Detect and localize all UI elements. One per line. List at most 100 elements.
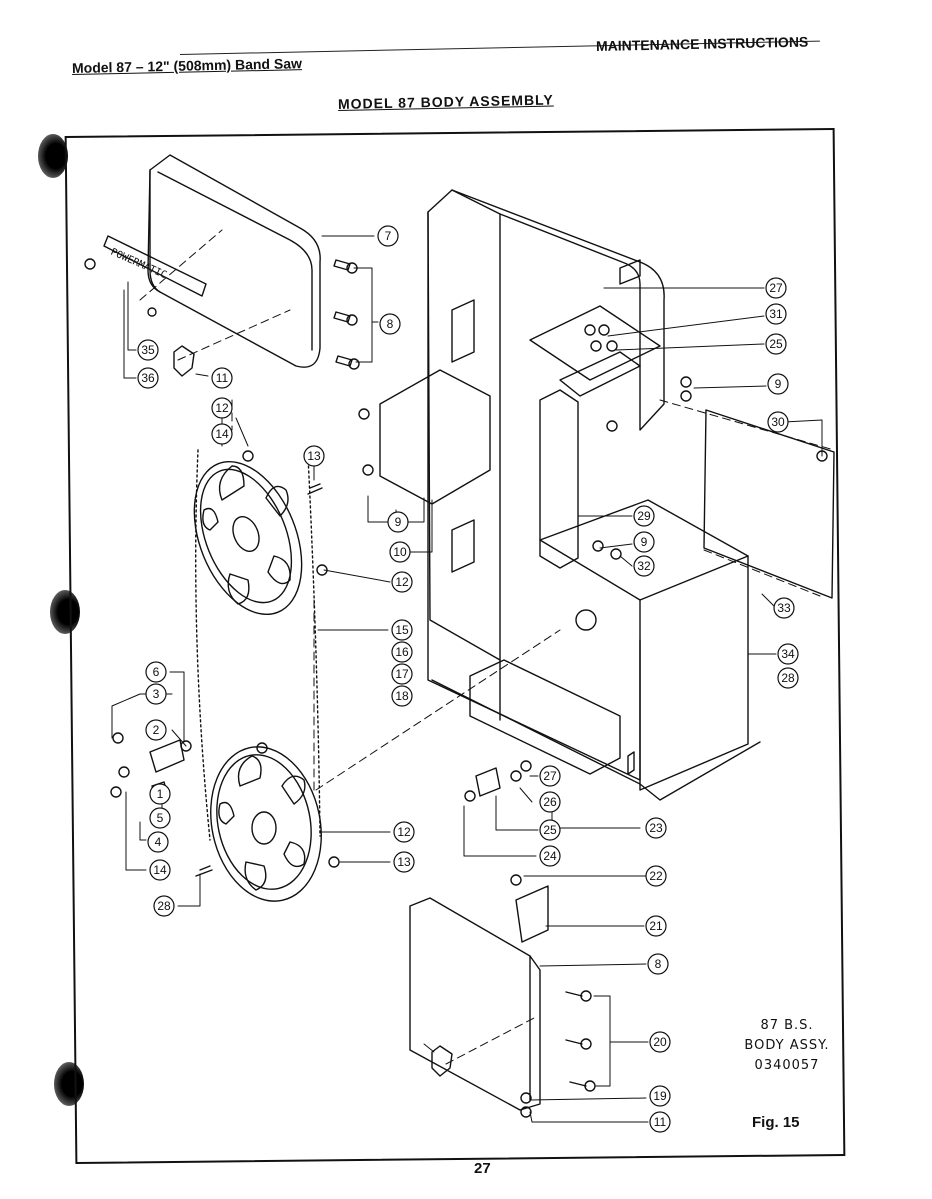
callout-circle <box>391 663 413 685</box>
callout-number: 24 <box>543 849 557 863</box>
callout-number: 8 <box>655 957 662 971</box>
callout-circle <box>393 851 415 873</box>
callout-circle <box>147 831 169 853</box>
alignment-lines <box>139 229 835 1065</box>
callout-circle <box>649 1031 671 1053</box>
callout-number: 28 <box>157 899 171 913</box>
page-number: 27 <box>474 1160 491 1177</box>
lower-cover-bolts <box>431 990 596 1118</box>
callout-circle <box>303 445 325 467</box>
cover-bolts <box>84 258 360 370</box>
callout-number: 17 <box>395 667 409 681</box>
callout-circle <box>149 783 171 805</box>
callout-number: 13 <box>307 449 321 463</box>
callout-circle <box>649 1085 671 1107</box>
callout-circle <box>149 807 171 829</box>
callout-number: 11 <box>654 1115 667 1129</box>
callout-number: 2 <box>153 723 160 737</box>
callout-circle <box>391 685 413 707</box>
callout-circle <box>145 661 167 683</box>
callout-number: 13 <box>397 855 411 869</box>
callout-number: 20 <box>653 1035 667 1049</box>
callout-circle <box>767 373 789 395</box>
callout-circle <box>211 423 233 445</box>
callout-number: 3 <box>153 687 160 701</box>
side-cover-plate <box>703 409 835 599</box>
callout-number: 6 <box>153 665 160 679</box>
band-saw-blade <box>195 449 321 841</box>
callout-circle <box>649 1111 671 1133</box>
callout-circle <box>645 915 667 937</box>
callout-circle <box>391 641 413 663</box>
nameplate-text: POWERMATIC <box>109 247 168 282</box>
callout-number: 27 <box>769 281 783 295</box>
callout-circle <box>153 895 175 917</box>
binder-hole-top <box>38 134 68 178</box>
callout-number: 5 <box>157 811 164 825</box>
callout-number: 33 <box>777 601 791 615</box>
blade-guard-bracket <box>515 885 549 943</box>
callout-circle <box>211 367 233 389</box>
callout-number: 25 <box>769 337 783 351</box>
upper-wheel <box>193 460 303 616</box>
callout-circle <box>145 683 167 705</box>
saw-frame <box>427 189 761 801</box>
callout-circle <box>633 531 655 553</box>
callout-number: 36 <box>141 371 155 385</box>
callout-number: 16 <box>395 645 409 659</box>
callout-number: 7 <box>385 229 392 243</box>
callout-number: 11 <box>216 371 229 385</box>
callout-number: 21 <box>649 919 663 933</box>
callout-number: 35 <box>141 343 155 357</box>
callout-number: 14 <box>215 427 229 441</box>
callout-number: 25 <box>543 823 557 837</box>
upper-wheel-cover <box>147 154 321 368</box>
callout-circle <box>765 277 787 299</box>
back-cover-plate <box>379 369 491 505</box>
figure-label-line: 0340057 <box>754 1058 820 1073</box>
callout-number: 31 <box>769 307 783 321</box>
lower-wheel-cover <box>409 897 541 1111</box>
callout-number: 26 <box>543 795 557 809</box>
callout-circle <box>145 719 167 741</box>
figure-label-line: 87 B.S. <box>760 1018 814 1033</box>
callout-circle <box>539 819 561 841</box>
binder-hole-bottom <box>54 1062 84 1106</box>
callout-number: 12 <box>395 575 409 589</box>
guide-hardware <box>110 450 340 877</box>
callout-circle <box>137 339 159 361</box>
callout-circle <box>211 397 233 419</box>
callout-circle <box>539 765 561 787</box>
lower-wheel <box>210 746 322 902</box>
cover-latch <box>173 345 195 377</box>
callout-number: 15 <box>395 623 409 637</box>
callout-number: 9 <box>775 377 782 391</box>
callout-number: 28 <box>781 671 795 685</box>
callout-number: 4 <box>155 835 162 849</box>
callout-number: 34 <box>781 647 795 661</box>
callout-number: 12 <box>215 401 229 415</box>
callout-number: 29 <box>637 509 651 523</box>
callout-circle <box>389 541 411 563</box>
figure-label: 87 B.S. BODY ASSY. 0340057 <box>732 1016 842 1076</box>
callout-circle <box>645 865 667 887</box>
frame-hardware <box>358 324 828 886</box>
callout-circle <box>633 505 655 527</box>
callout-circle <box>765 333 787 355</box>
figure-number: Fig. 15 <box>752 1114 800 1131</box>
callout-number: 32 <box>637 559 651 573</box>
figure-label-line: BODY ASSY. <box>744 1038 830 1053</box>
callout-circle <box>393 821 415 843</box>
callout-circle <box>539 791 561 813</box>
callout-circle <box>387 511 409 533</box>
callout-circle <box>137 367 159 389</box>
callout-circle <box>767 411 789 433</box>
callout-circle <box>633 555 655 577</box>
callout-number: 14 <box>153 863 167 877</box>
callout-circle <box>379 313 401 335</box>
binder-hole-middle <box>50 590 80 634</box>
callout-number: 10 <box>393 545 407 559</box>
callout-circle <box>377 225 399 247</box>
callout-number: 19 <box>653 1089 667 1103</box>
